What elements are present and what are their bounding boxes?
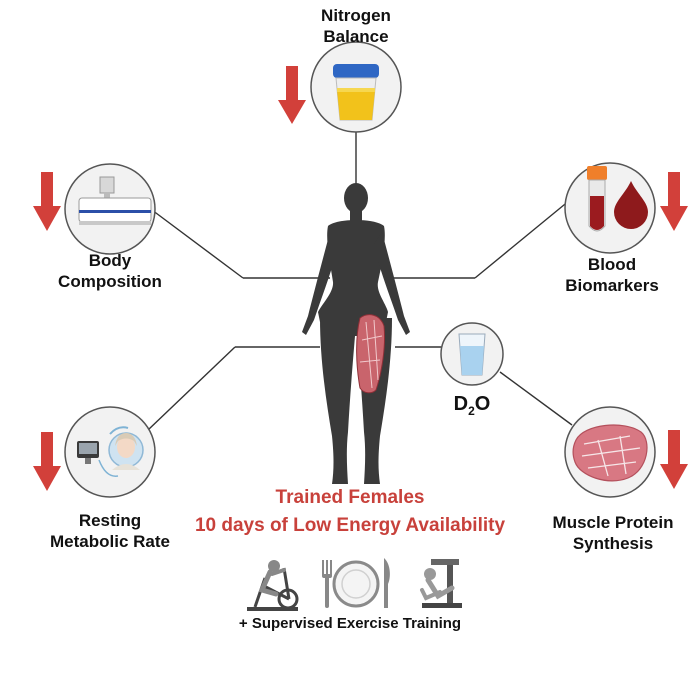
label-line: Muscle Protein — [552, 513, 674, 532]
nitrogen-balance-label: Nitrogen Balance — [296, 5, 416, 47]
knife-icon — [384, 558, 390, 608]
muscle-protein-synthesis-label: Muscle Protein Synthesis — [538, 512, 688, 554]
label-line: Body — [88, 251, 132, 270]
condition-line-2: 10 days of Low Energy Availability — [194, 515, 506, 536]
down-arrow-icon — [278, 66, 306, 124]
blood-drop-icon — [614, 181, 648, 229]
exercise-training-label: + Supervised Exercise Training — [238, 615, 462, 632]
fork-icon — [322, 560, 332, 608]
label-line: Blood — [587, 255, 637, 274]
muscle-tissue-icon — [572, 424, 648, 482]
blood-tube-icon — [587, 166, 607, 232]
decrease-arrows — [33, 66, 688, 491]
connector-lines — [147, 130, 573, 431]
label-line: Balance — [323, 27, 389, 46]
water-glass-icon — [458, 333, 486, 376]
leg-press-icon — [420, 559, 462, 608]
d2o-subscript: 2 — [468, 404, 475, 418]
down-arrow-icon — [33, 172, 61, 231]
label-line: Composition — [58, 272, 162, 291]
d2o-d: D — [453, 393, 469, 415]
label-line: Biomarkers — [565, 276, 659, 295]
down-arrow-icon — [660, 430, 688, 489]
label-line: Nitrogen — [321, 6, 391, 25]
condition-line-1: Trained Females — [275, 487, 425, 508]
d2o-o: O — [474, 393, 491, 415]
resting-metabolic-rate-label: Resting Metabolic Rate — [30, 510, 190, 552]
d2o-label: D2O — [442, 392, 502, 423]
calorimetry-icon — [77, 426, 144, 477]
urine-cup-icon — [333, 64, 379, 121]
exercise-bike-icon — [247, 560, 299, 611]
dexa-scanner-icon — [78, 176, 152, 225]
down-arrow-icon — [33, 432, 61, 491]
label-line: Resting — [78, 511, 142, 530]
body-composition-label: Body Composition — [45, 250, 175, 292]
down-arrow-icon — [660, 172, 688, 231]
blood-biomarkers-label: Blood Biomarkers — [552, 254, 672, 296]
plate-icon — [332, 560, 380, 608]
label-line: Synthesis — [572, 534, 654, 553]
thigh-muscle-detail — [359, 319, 383, 389]
label-line: Metabolic Rate — [50, 532, 170, 551]
female-silhouette-icon — [302, 183, 410, 484]
